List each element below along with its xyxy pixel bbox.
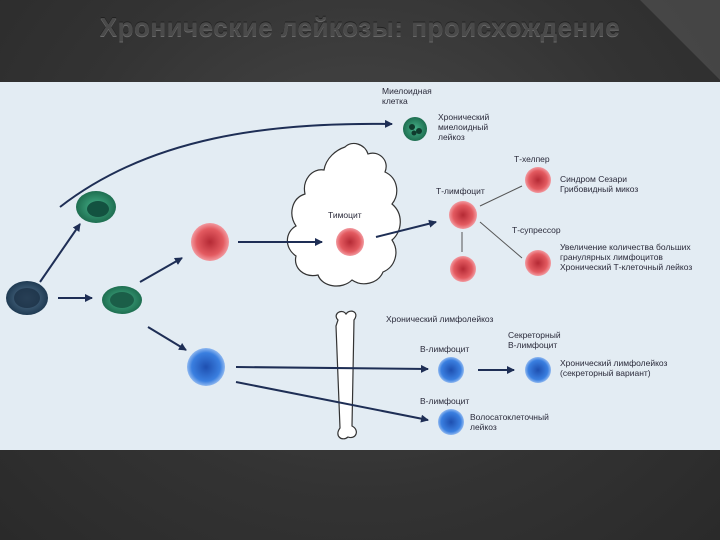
arrow-b-to-hairy-b — [235, 381, 429, 423]
label-cll-secretory: Хронический лимфолейкоз (секреторный вар… — [560, 358, 668, 378]
line-t-to-suppressor — [479, 221, 523, 259]
label-large-granular-lymphocytes: Увеличение количества больших гранулярны… — [560, 242, 693, 272]
diagram-svg — [6, 117, 551, 440]
slide-title: Хронические лейкозы: происхождение — [99, 12, 621, 42]
t-helper-cell — [525, 167, 551, 193]
arrow-lymphoid-to-t — [139, 257, 183, 283]
label-t-lymphocyte: Т-лимфоцит — [436, 186, 485, 196]
label-myeloid-cell: Миелоидная клетка — [382, 86, 432, 106]
secretory-b-lymphocyte-cell — [525, 357, 551, 383]
t-lymphocyte-cell — [449, 201, 477, 229]
thymus-organ — [286, 142, 401, 287]
chronic-myeloid-leukemia-cell — [403, 117, 427, 141]
stem-cell — [6, 281, 48, 315]
label-sezary-syndrome: Синдром Сезари Грибовидный микоз — [560, 174, 639, 194]
label-cll: Хронический лимфолейкоз — [386, 314, 494, 324]
label-b-lymphocyte: В-лимфоцит — [420, 344, 470, 354]
label-thymocyte: Тимоцит — [328, 210, 362, 220]
label-hairy-cell-leukemia: Волосатоклеточный лейкоз — [470, 412, 549, 432]
hairy-cell-b-lymphocyte-cell — [438, 409, 464, 435]
arrow-stem-to-myeloid — [39, 223, 81, 283]
lymphoid-precursor-cell — [102, 286, 142, 314]
thymocyte-cell — [336, 228, 364, 256]
t-suppressor-cell — [525, 250, 551, 276]
arrow-to-myeloid-cell — [59, 119, 393, 208]
b-precursor-cell — [187, 348, 225, 386]
leukemia-origin-figure: Миелоидная клетка Хронический миелоидный… — [0, 82, 720, 450]
arrow-thymocyte-to-t-lymphocyte — [375, 219, 437, 238]
label-b-lymphocyte-2: В-лимфоцит — [420, 396, 470, 406]
label-secretory-b-lymphocyte: Секреторный В-лимфоцит — [508, 330, 561, 350]
myeloid-precursor-cell — [76, 191, 116, 223]
arrow-lymphoid-to-b — [147, 326, 187, 351]
t-precursor-cell — [191, 223, 229, 261]
arrow-b-to-b-lymphocyte — [235, 364, 429, 373]
label-t-suppressor: Т-супрессор — [512, 225, 561, 235]
t-lymphocyte-lower-cell — [450, 256, 476, 282]
line-t-to-helper — [479, 185, 523, 207]
corner-decoration — [640, 0, 720, 80]
label-t-helper: Т-хелпер — [514, 154, 550, 164]
label-chronic-myeloid-leukemia: Хронический миелоидный лейкоз — [438, 112, 490, 142]
bone-shape — [335, 310, 357, 440]
b-lymphocyte-cell — [438, 357, 464, 383]
